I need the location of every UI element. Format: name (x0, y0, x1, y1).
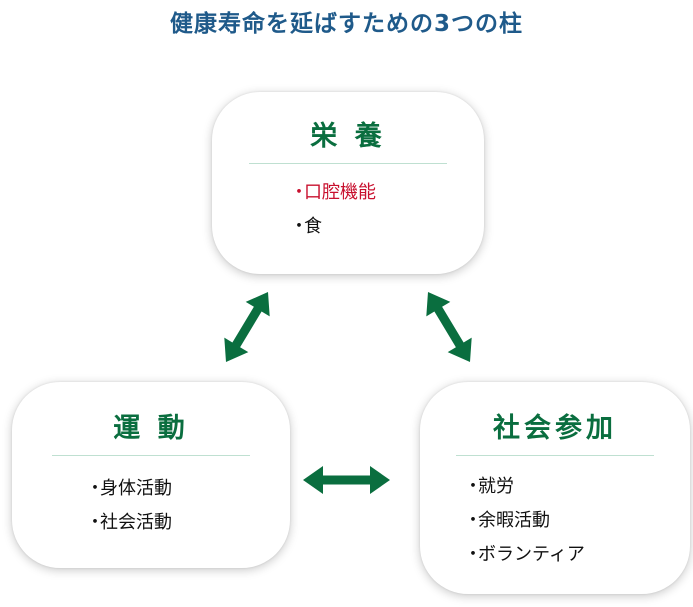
pillar-title-exercise: 運 動 (113, 413, 189, 444)
arrow-nutrition-social (426, 292, 472, 362)
list-item-text: ボランティア (478, 544, 585, 565)
list-item-text: 余暇活動 (478, 510, 550, 531)
list-item: ・余暇活動 (464, 504, 690, 538)
list-item: ・社会活動 (86, 506, 290, 540)
bullet: ・ (86, 478, 104, 499)
pillar-card-nutrition: 栄 養 ・口腔機能 ・食 (212, 92, 484, 274)
list-item-text: 口腔機能 (304, 182, 376, 203)
bullet: ・ (290, 216, 308, 237)
double-arrow (426, 292, 472, 362)
pillar-list-nutrition: ・口腔機能 ・食 (290, 176, 484, 244)
list-item-text: 就労 (478, 476, 514, 497)
pillar-divider (249, 163, 447, 164)
pillar-card-social: 社会参加 ・就労 ・余暇活動 ・ボランティア (420, 382, 690, 594)
page-title: 健康寿命を延ばすための3つの柱 (169, 11, 523, 37)
double-arrow (224, 292, 270, 362)
pillar-card-exercise: 運 動 ・身体活動 ・社会活動 (12, 382, 290, 568)
pillar-divider (52, 455, 250, 456)
list-item: ・口腔機能 (290, 176, 484, 210)
bullet: ・ (86, 512, 104, 533)
pillar-list-exercise: ・身体活動 ・社会活動 (86, 472, 290, 540)
list-item-text: 食 (304, 216, 322, 237)
pillar-title-nutrition: 栄 養 (310, 121, 386, 152)
bullet: ・ (464, 510, 482, 531)
pillar-divider (456, 455, 654, 456)
list-item-text: 身体活動 (100, 478, 172, 499)
list-item: ・就労 (464, 470, 690, 504)
bullet: ・ (290, 182, 308, 203)
arrow-nutrition-exercise (224, 292, 270, 362)
arrow-exercise-social (303, 466, 390, 494)
bullet: ・ (464, 544, 482, 565)
list-item-text: 社会活動 (100, 512, 172, 533)
list-item: ・身体活動 (86, 472, 290, 506)
double-arrow (303, 466, 390, 494)
list-item: ・食 (290, 210, 484, 244)
list-item: ・ボランティア (464, 538, 690, 572)
pillar-list-social: ・就労 ・余暇活動 ・ボランティア (464, 470, 690, 572)
pillar-title-social: 社会参加 (493, 413, 617, 444)
bullet: ・ (464, 476, 482, 497)
